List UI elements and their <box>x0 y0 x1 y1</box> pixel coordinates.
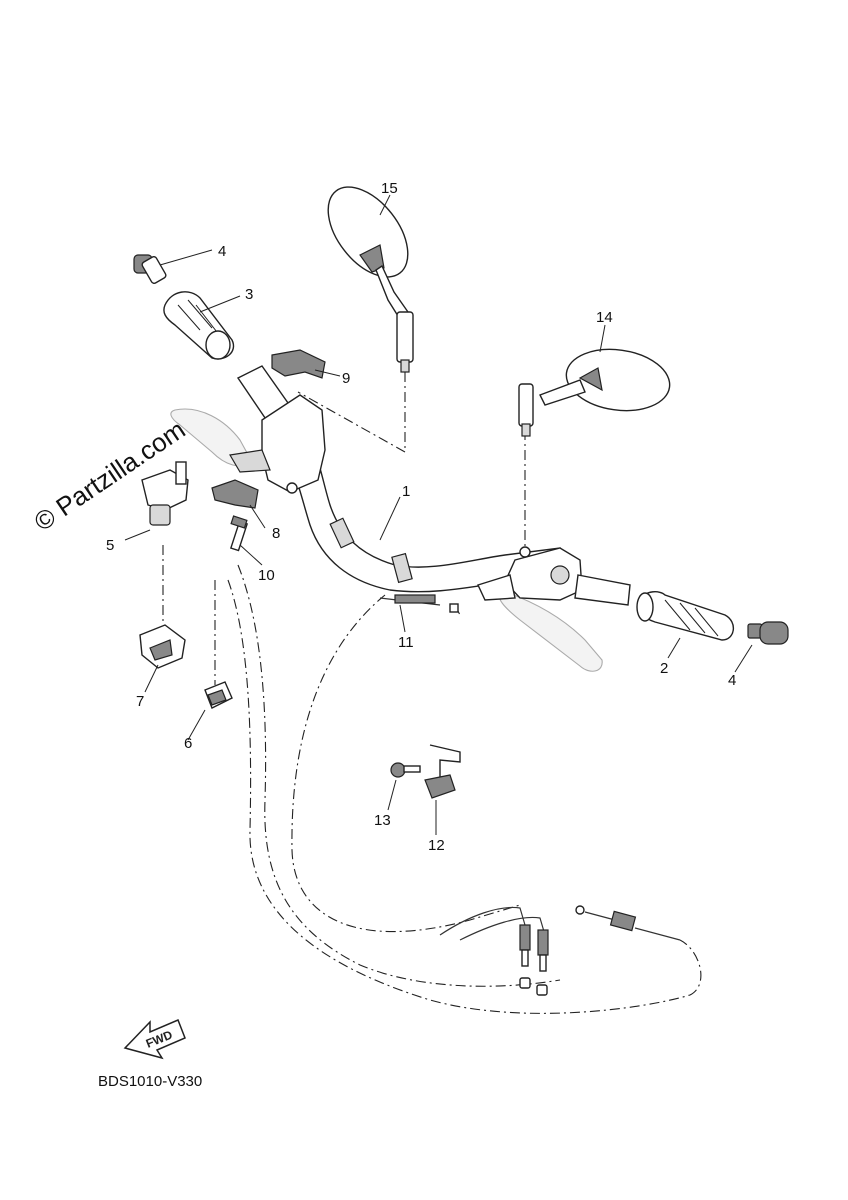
callout-14: 14 <box>596 309 613 326</box>
switch-bracket <box>424 744 461 799</box>
callout-4-left: 4 <box>218 243 226 260</box>
left-grip <box>163 291 235 360</box>
callout-7: 7 <box>136 693 144 710</box>
assembly-lines <box>162 372 702 1014</box>
clutch-cable-lower-end <box>575 905 681 941</box>
left-lever-ghost <box>170 408 253 467</box>
callout-8: 8 <box>272 525 280 542</box>
right-mirror <box>518 348 671 437</box>
callout-12: 12 <box>428 837 445 854</box>
callout-10: 10 <box>258 567 275 584</box>
right-bar-end <box>574 574 631 606</box>
right-grip <box>636 591 734 641</box>
left-switch-housing <box>229 394 326 494</box>
callout-6: 6 <box>184 735 192 752</box>
left-grip-end <box>133 254 167 284</box>
right-master-cylinder <box>477 546 583 601</box>
cable-guide <box>204 681 233 709</box>
right-grip-end <box>747 621 789 645</box>
leader-lines <box>124 194 753 835</box>
callout-3: 3 <box>245 286 253 303</box>
right-lever-ghost <box>498 589 603 672</box>
diagram-code: BDS1010-V330 <box>98 1073 202 1090</box>
callout-2: 2 <box>660 660 668 677</box>
callout-15: 15 <box>381 180 398 197</box>
left-mirror <box>327 186 414 373</box>
clutch-cable-end <box>379 594 459 613</box>
callout-1: 1 <box>402 483 410 500</box>
clamp <box>139 624 186 669</box>
throttle-cable-ends <box>439 906 549 996</box>
callout-5: 5 <box>106 537 114 554</box>
holder-lower <box>211 479 259 509</box>
screw <box>390 762 421 778</box>
callout-9: 9 <box>342 370 350 387</box>
callout-13: 13 <box>374 812 391 829</box>
callouts: 15 4 3 9 14 1 5 8 10 11 2 4 7 6 13 12 <box>106 180 736 854</box>
holder-upper <box>271 349 326 379</box>
callout-4-right: 4 <box>728 672 736 689</box>
throttle-body <box>141 461 189 526</box>
fwd-arrow-icon: FWD <box>123 1019 186 1060</box>
callout-11: 11 <box>398 634 414 651</box>
bolt <box>229 515 249 552</box>
